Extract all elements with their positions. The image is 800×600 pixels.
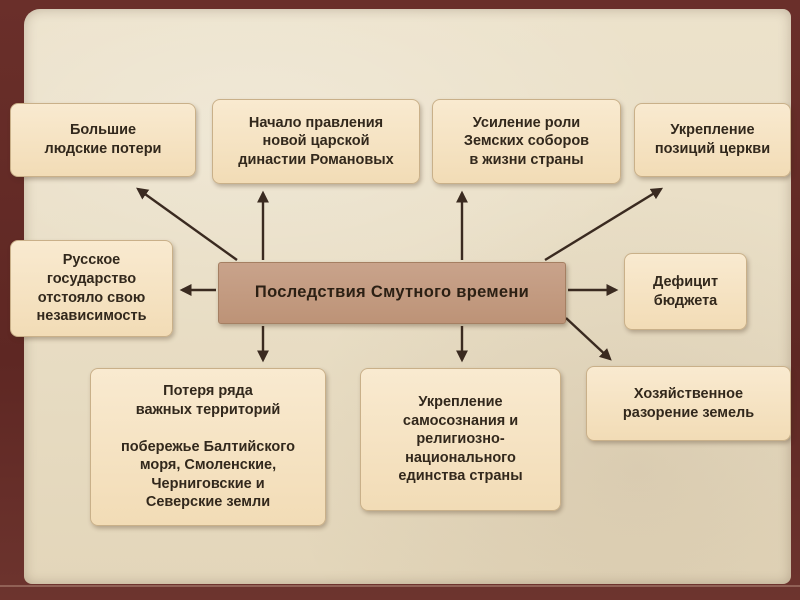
node-central-title: Последствия Смутного времени <box>218 262 566 324</box>
node-national-unity: Укрепление самосознания и религиозно- на… <box>360 368 561 511</box>
node-human-losses: Большие людские потери <box>10 103 196 177</box>
node-romanov-dynasty: Начало правления новой царской династии … <box>212 99 420 184</box>
node-independence: Русское государство отстояло свою незави… <box>10 240 173 337</box>
node-lost-territories: Потеря ряда важных территорий побережье … <box>90 368 326 526</box>
node-zemsky-sobor: Усиление роли Земских соборов в жизни ст… <box>432 99 621 184</box>
node-budget-deficit: Дефицит бюджета <box>624 253 747 330</box>
node-economic-ruin: Хозяйственное разорение земель <box>586 366 791 441</box>
node-church-strength: Укрепление позиций церкви <box>634 103 791 177</box>
